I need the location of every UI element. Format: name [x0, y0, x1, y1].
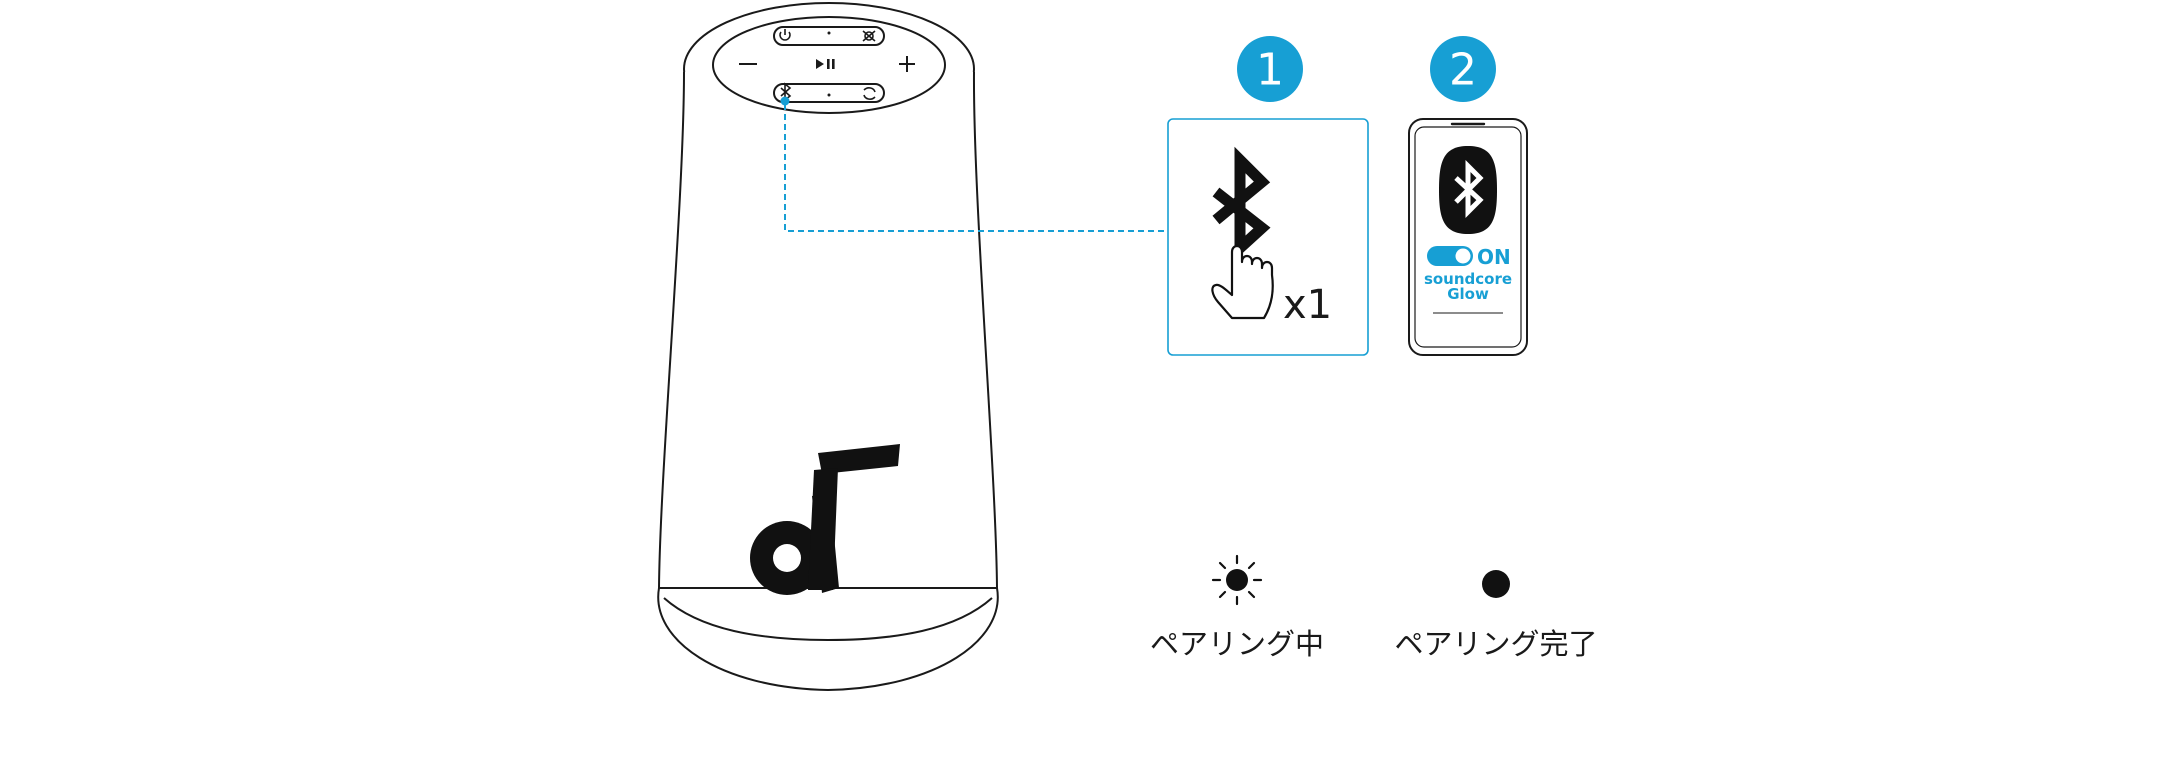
- indicator-dot-icon: [827, 31, 831, 35]
- control-panel: [712, 16, 946, 114]
- phone: ON soundcore Glow: [1408, 118, 1528, 356]
- speaker-base: [657, 587, 999, 692]
- speaker-buttons: [739, 29, 915, 102]
- bluetooth-icon: [1212, 146, 1271, 261]
- connector-line: [780, 96, 1168, 232]
- press-count-label: x1: [1283, 282, 1332, 328]
- step-1-panel: [1167, 118, 1369, 356]
- light-mode-icon: [862, 30, 876, 42]
- app-name-line2[interactable]: Glow: [1447, 285, 1489, 303]
- bottom-button-pill: [773, 83, 885, 103]
- indicator-dot-icon: [827, 93, 831, 97]
- step-2-badge: 2: [1430, 36, 1496, 102]
- volume-up-icon: [899, 56, 915, 72]
- bluetooth-button-icon: [780, 82, 792, 102]
- blinking-led-icon: [1211, 554, 1263, 606]
- pairing-status-label: ペアリング中: [1150, 627, 1324, 661]
- phone-bluetooth-icon: [1439, 146, 1497, 234]
- step-2-number: 2: [1449, 45, 1477, 96]
- toggle-on-label: ON: [1477, 245, 1511, 269]
- step-1-number: 1: [1256, 45, 1284, 96]
- paired-status-label: ペアリング完了: [1394, 627, 1597, 661]
- bluetooth-toggle[interactable]: [1427, 246, 1473, 266]
- power-icon: [779, 29, 791, 41]
- step-1-badge: 1: [1237, 36, 1303, 102]
- speaker-base-seam: [663, 597, 993, 642]
- solid-led-icon: [1482, 570, 1510, 598]
- soundcore-logo: [750, 444, 900, 595]
- finger-press-icon: [1211, 244, 1274, 320]
- top-button-pill: [773, 26, 885, 46]
- app-name-line1[interactable]: soundcore: [1424, 270, 1512, 288]
- mode-icon: [863, 87, 876, 100]
- play-pause-icon: [816, 59, 835, 69]
